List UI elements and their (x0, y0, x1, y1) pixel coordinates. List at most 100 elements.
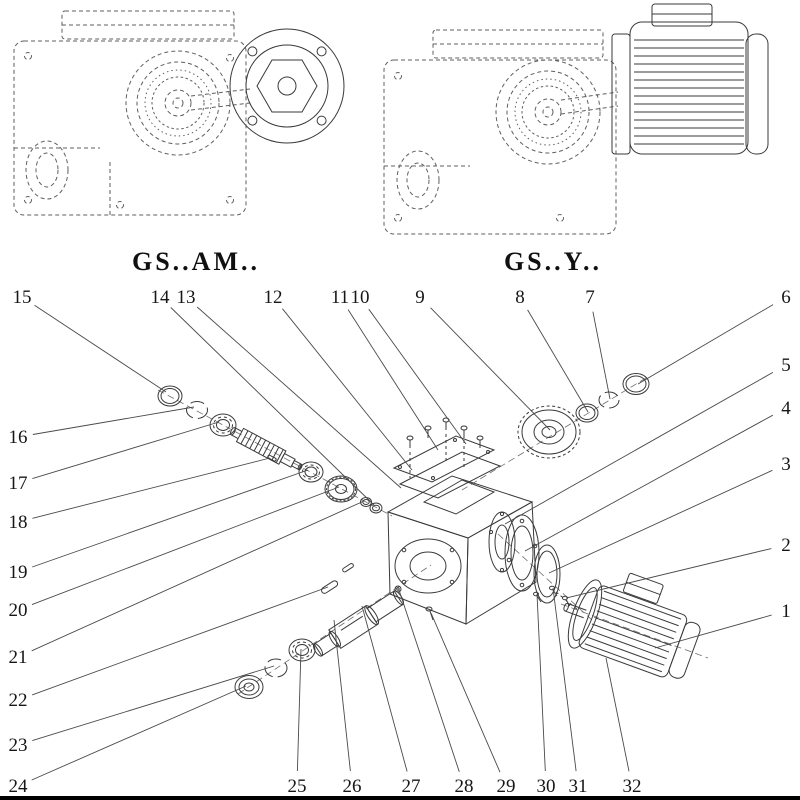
leader-line-6 (637, 304, 774, 385)
leader-line-18 (32, 457, 271, 519)
leader-line-9 (430, 307, 551, 431)
bottom-border (0, 796, 800, 800)
part-bearing-25 (288, 638, 316, 662)
part-number-17: 17 (9, 473, 28, 494)
assembly-axes (157, 377, 709, 695)
part-ring-6 (622, 373, 650, 395)
leader-line-31 (552, 587, 577, 772)
part-number-18: 18 (9, 512, 28, 533)
part-number-23: 23 (9, 735, 28, 756)
leader-line-14 (170, 307, 375, 506)
part-number-13: 13 (177, 287, 196, 308)
leader-line-4 (524, 414, 774, 552)
assembled-view-y (383, 3, 769, 235)
part-number-24: 24 (9, 776, 29, 797)
flange-hexagon (256, 59, 318, 113)
part-number-14: 14 (151, 287, 171, 308)
leader-line-10 (368, 308, 467, 445)
part-ring-8 (575, 403, 599, 423)
leader-line-21 (31, 500, 365, 652)
part-number-12: 12 (264, 287, 283, 308)
motor-terminal-box (651, 3, 713, 27)
leader-line-17 (32, 421, 220, 480)
housing-front-bore (394, 538, 462, 594)
leader-line-24 (31, 685, 247, 781)
leader-line-13 (196, 306, 402, 489)
leader-line-28 (398, 589, 460, 772)
leader-line-12 (282, 308, 413, 471)
part-key-22 (321, 580, 339, 594)
housing-top-opening (422, 479, 496, 515)
leader-line-26 (333, 619, 351, 772)
leader-line-23 (32, 665, 275, 742)
part-gasket-ring-3 (533, 544, 561, 604)
motor-fins-exploded (584, 590, 682, 673)
part-ring-15 (157, 385, 183, 407)
leader-line-20 (31, 486, 340, 606)
leader-line-5 (504, 372, 774, 525)
part-worm-shaft (229, 427, 303, 471)
part-number-16: 16 (9, 427, 28, 448)
motor-end-cap (745, 33, 769, 155)
part-number-27: 27 (402, 776, 421, 797)
part-number-11: 11 (331, 287, 349, 308)
y-housing-dashed (383, 29, 619, 235)
part-number-28: 28 (455, 776, 474, 797)
leader-line-11 (347, 309, 439, 451)
part-seal-14 (369, 502, 383, 514)
part-number-21: 21 (9, 647, 28, 668)
part-key-small (342, 563, 354, 573)
leader-line-22 (31, 586, 329, 696)
part-pin-18 (267, 454, 277, 462)
part-number-22: 22 (9, 690, 28, 711)
leader-line-27 (361, 605, 408, 772)
part-number-2: 2 (781, 535, 791, 556)
leader-line-32 (605, 657, 630, 772)
gearbox-housing (386, 475, 537, 625)
part-number-8: 8 (515, 287, 525, 308)
leader-line-30 (536, 593, 546, 772)
part-number-3: 3 (781, 454, 791, 475)
part-bearing-17 (209, 413, 237, 437)
y-motor-drawing (611, 3, 769, 155)
leader-line-1 (654, 614, 772, 649)
leader-line-3 (548, 469, 773, 574)
am-output-flange (229, 28, 345, 144)
leader-line-25 (296, 648, 302, 772)
part-snap-ring-16 (186, 401, 208, 419)
cover-screws-10-11 (406, 417, 484, 478)
part-gasket-13 (398, 451, 502, 499)
part-seal-24 (234, 675, 264, 699)
motor-fins (634, 39, 744, 145)
part-number-32: 32 (623, 776, 642, 797)
part-number-29: 29 (497, 776, 516, 797)
part-flange-cover-4 (504, 514, 540, 592)
leader-line-19 (32, 469, 309, 568)
part-number-5: 5 (781, 355, 791, 376)
part-number-20: 20 (9, 600, 28, 621)
part-cover-plate-12 (392, 435, 496, 483)
exploded-view (157, 373, 709, 699)
part-motor-1 (563, 572, 701, 679)
part-number-31: 31 (569, 776, 588, 797)
label-gs-am: GS..AM.. (132, 247, 260, 276)
motor-rear-cap (668, 621, 701, 679)
label-gs-y: GS..Y.. (504, 247, 602, 276)
part-worm-wheel-9 (517, 405, 581, 459)
part-washer-gear-20 (324, 475, 358, 503)
assembled-view-am (13, 10, 345, 216)
part-number-25: 25 (288, 776, 307, 797)
leader-line-15 (34, 304, 167, 393)
part-number-9: 9 (415, 287, 425, 308)
part-output-shaft-27 (312, 590, 405, 657)
part-number-10: 10 (351, 287, 370, 308)
part-snap-ring-23 (264, 658, 288, 678)
part-number-1: 1 (781, 601, 791, 622)
part-bolt-29 (425, 606, 434, 621)
leader-line-29 (430, 612, 501, 773)
part-number-7: 7 (585, 287, 595, 308)
part-number-6: 6 (781, 287, 791, 308)
